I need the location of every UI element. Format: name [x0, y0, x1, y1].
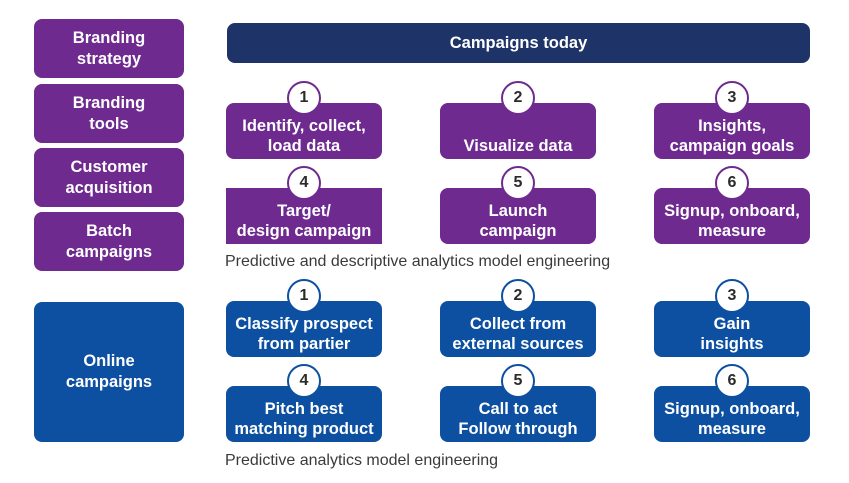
- step-number-badge: 6: [715, 364, 749, 398]
- step-number-badge: 4: [287, 364, 321, 398]
- step-number: 1: [299, 89, 309, 106]
- step-number-badge: 6: [715, 166, 749, 200]
- step-number: 6: [727, 372, 737, 389]
- step-box: Visualize data: [440, 103, 596, 159]
- step-number-badge: 3: [715, 81, 749, 115]
- step-number-badge: 1: [287, 279, 321, 313]
- step-box: Signup, onboard, measure: [654, 386, 810, 442]
- step-number-badge: 4: [287, 166, 321, 200]
- section-caption: Predictive and descriptive analytics mod…: [225, 253, 611, 270]
- sidebar-item-online-campaigns: Online campaigns: [34, 302, 184, 442]
- step-number-badge: 2: [501, 81, 535, 115]
- step-number-badge: 2: [501, 279, 535, 313]
- sidebar-item-customer-acquisition: Customer acquisition: [34, 148, 184, 207]
- step-number: 4: [299, 174, 309, 191]
- step-box: Target/ design campaign: [226, 188, 382, 244]
- step-number: 2: [513, 287, 523, 304]
- step-number: 5: [513, 174, 523, 191]
- page-title: Campaigns today: [227, 23, 810, 63]
- step-number-badge: 5: [501, 166, 535, 200]
- step-number: 6: [727, 174, 737, 191]
- step-number-badge: 3: [715, 279, 749, 313]
- step-box: Insights, campaign goals: [654, 103, 810, 159]
- step-number-badge: 1: [287, 81, 321, 115]
- step-number: 3: [727, 89, 737, 106]
- step-number: 3: [727, 287, 737, 304]
- sidebar-item-batch-campaigns: Batch campaigns: [34, 212, 184, 271]
- step-number: 5: [513, 372, 523, 389]
- section-caption: Predictive analytics model engineering: [225, 452, 499, 469]
- step-number: 1: [299, 287, 309, 304]
- step-number-badge: 5: [501, 364, 535, 398]
- step-number: 4: [299, 372, 309, 389]
- sidebar-item-branding-strategy: Branding strategy: [34, 19, 184, 78]
- step-number: 2: [513, 89, 523, 106]
- sidebar-item-branding-tools: Branding tools: [34, 84, 184, 143]
